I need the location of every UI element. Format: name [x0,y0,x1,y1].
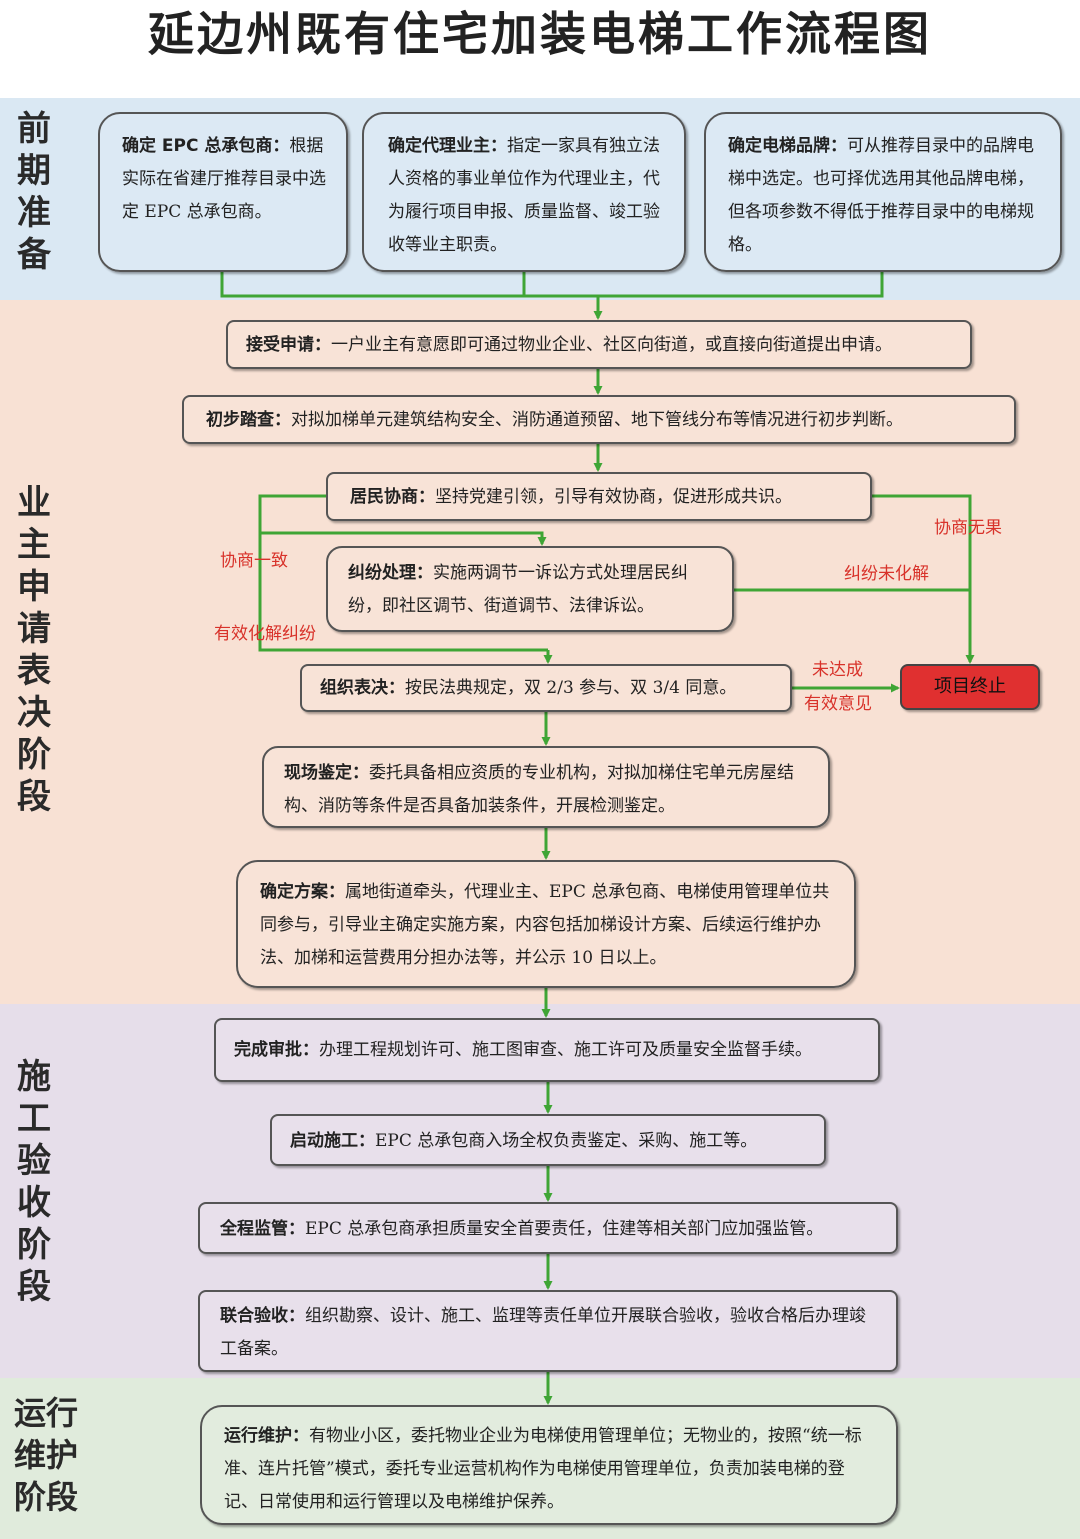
box-dispute-lead: 纠纷处理： [348,563,433,583]
box-plan-text: 属地街道牵头，代理业主、EPC 总承包商、电梯使用管理单位共同参与，引导业主确定… [260,882,830,968]
terminal-box: 项目终止 [900,664,1040,710]
box-joint: 联合验收：组织勘察、设计、施工、监理等责任单位开展联合验收，验收合格后办理竣工备… [198,1290,898,1372]
box-dispute: 纠纷处理：实施两调节一诉讼方式处理居民纠纷，即社区调节、街道调节、法律诉讼。 [326,546,734,632]
stage-build-label: 施工验收阶段 [17,1057,51,1307]
band-ops [0,1378,1080,1539]
box-maintain-text: 有物业小区，委托物业企业为电梯使用管理单位；无物业的，按照“统一标准、连片托管”… [224,1426,862,1512]
box-plan: 确定方案：属地街道牵头，代理业主、EPC 总承包商、电梯使用管理单位共同参与，引… [236,860,856,988]
label-unresolved: 纠纷未化解 [844,564,929,584]
stage-ops-line2: 维护 [14,1436,79,1474]
box-agent-lead: 确定代理业主： [388,136,507,156]
box-approve-lead: 完成审批： [234,1040,319,1060]
left-loop-line [258,494,548,652]
box-survey: 初步踏查：对拟加梯单元建筑结构安全、消防通道预留、地下管线分布等情况进行初步判断… [182,395,1016,444]
page-title: 延边州既有住宅加装电梯工作流程图 [148,7,932,61]
box-plan-lead: 确定方案： [260,882,345,902]
label-not-reached-1: 未达成 [812,660,863,680]
box-survey-text: 对拟加梯单元建筑结构安全、消防通道预留、地下管线分布等情况进行初步判断。 [291,410,903,430]
box-joint-lead: 联合验收： [220,1306,305,1326]
band-apply [0,300,1080,1004]
box-supervise-lead: 全程监管： [220,1219,305,1239]
arrow-no-result [872,494,975,664]
box-supervise-text: EPC 总承包商承担质量安全首要责任，住建等相关部门应加强监管。 [305,1219,824,1239]
box-epc: 确定 EPC 总承包商：根据实际在省建厅推荐目录中选定 EPC 总承包商。 [98,112,348,272]
box-accept: 接受申请：一户业主有意愿即可通过物业企业、社区向街道，或直接向街道提出申请。 [226,320,972,369]
box-brand-lead: 确定电梯品牌： [728,136,847,156]
label-no-result: 协商无果 [934,518,1002,538]
stage-ops-line1: 运行 [14,1394,79,1432]
arrow-to-dispute [260,531,547,546]
box-inspect-lead: 现场鉴定： [284,763,369,783]
box-epc-text: 根据实际在省建厅推荐目录中选定 EPC 总承包商。 [122,136,326,222]
box-start-text: EPC 总承包商入场全权负责鉴定、采购、施工等。 [375,1131,758,1151]
stage-ops-label: 运行 维护 阶段 [14,1392,90,1518]
box-vote-text: 按民法典规定，双 2/3 参与、双 3/4 同意。 [405,678,737,698]
label-not-reached-2: 有效意见 [804,694,872,714]
box-dispute-text: 实施两调节一诉讼方式处理居民纠纷，即社区调节、街道调节、法律诉讼。 [348,563,688,616]
box-agent: 确定代理业主：指定一家具有独立法人资格的事业单位作为代理业主，代为履行项目申报、… [362,112,686,272]
stage-ops-line3: 阶段 [14,1478,79,1516]
prep-merge-line [220,272,884,298]
box-accept-text: 一户业主有意愿即可通过物业企业、社区向街道，或直接向街道提出申请。 [331,335,892,355]
box-epc-lead: 确定 EPC 总承包商： [122,136,290,156]
box-vote: 组织表决：按民法典规定，双 2/3 参与、双 3/4 同意。 [300,664,792,712]
box-supervise: 全程监管：EPC 总承包商承担质量安全首要责任，住建等相关部门应加强监管。 [198,1202,898,1254]
label-resolved: 有效化解纠纷 [214,624,316,644]
box-negotiate: 居民协商：坚持党建引领，引导有效协商，促进形成共识。 [326,472,872,521]
box-accept-lead: 接受申请： [246,335,331,355]
box-agent-text: 指定一家具有独立法人资格的事业单位作为代理业主，代为履行项目申报、质量监督、竣工… [388,136,660,255]
box-joint-text: 组织勘察、设计、施工、监理等责任单位开展联合验收，验收合格后办理竣工备案。 [220,1306,866,1359]
box-start: 启动施工：EPC 总承包商入场全权负责鉴定、采购、施工等。 [270,1114,826,1166]
box-survey-lead: 初步踏查： [206,410,291,430]
box-negotiate-text: 坚持党建引领，引导有效协商，促进形成共识。 [435,487,792,507]
stage-apply-label: 业主申请表决阶段 [17,483,51,817]
band-build [0,1004,1080,1378]
box-inspect: 现场鉴定：委托具备相应资质的专业机构，对拟加梯住宅单元房屋结构、消防等条件是否具… [262,746,830,828]
stage-prep-label: 前期准备 [17,109,51,275]
box-maintain-lead: 运行维护： [224,1426,309,1446]
box-negotiate-lead: 居民协商： [350,487,435,507]
band-prep [0,98,1080,300]
box-brand: 确定电梯品牌：可从推荐目录中的品牌电梯中选定。也可择优选用其他品牌电梯，但各项参… [704,112,1062,272]
box-approve-text: 办理工程规划许可、施工图审查、施工许可及质量安全监督手续。 [319,1040,812,1060]
box-start-lead: 启动施工： [290,1131,375,1151]
label-agree: 协商一致 [220,551,288,571]
box-brand-text: 可从推荐目录中的品牌电梯中选定。也可择优选用其他品牌电梯，但各项参数不得低于推荐… [728,136,1034,255]
box-approve: 完成审批：办理工程规划许可、施工图审查、施工许可及质量安全监督手续。 [214,1018,880,1082]
box-vote-lead: 组织表决： [320,678,405,698]
box-inspect-text: 委托具备相应资质的专业机构，对拟加梯住宅单元房屋结构、消防等条件是否具备加装条件… [284,763,794,816]
box-maintain: 运行维护：有物业小区，委托物业企业为电梯使用管理单位；无物业的，按照“统一标准、… [200,1405,898,1525]
